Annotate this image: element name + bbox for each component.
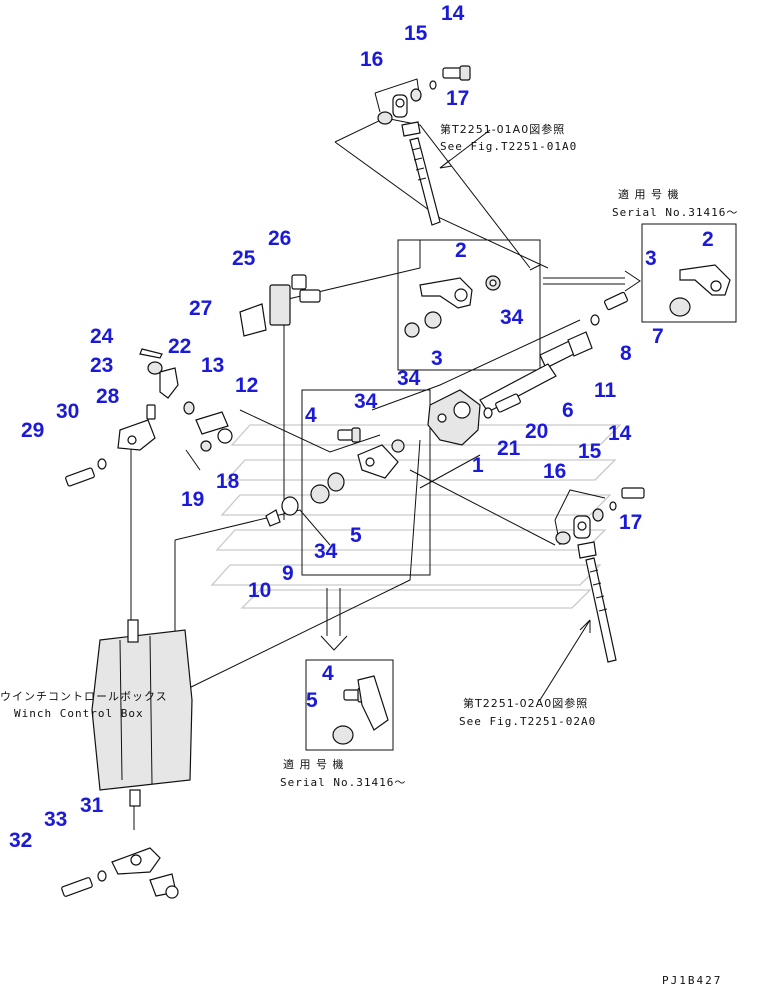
callout-28: 28 [96,385,120,408]
callout-15-top: 15 [404,22,428,45]
callout-4-lower: 4 [322,662,334,685]
callout-34-center-top: 34 [354,390,378,413]
callout-3-serial-box: 3 [645,247,657,270]
callout-31: 31 [80,794,104,817]
callout-13: 13 [201,354,224,377]
callout-27: 27 [189,297,212,320]
callout-26: 26 [268,227,291,250]
winch-box-en: Winch Control Box [14,707,144,720]
callout-24: 24 [90,325,114,348]
callout-5-center: 5 [350,524,362,547]
callout-22: 22 [168,335,191,358]
callout-21: 21 [497,437,521,460]
ref-right-jp: 第T2251-02A0図参照 [463,696,588,710]
ref-right-en: See Fig.T2251-02A0 [459,715,596,728]
serial-bottom-jp: 適 用 号 機 [283,757,345,771]
callout-34-upper-left: 34 [397,367,421,390]
callout-2-upper: 2 [455,239,467,262]
callout-29: 29 [21,419,44,442]
notes: 第T2251-01A0図参照 See Fig.T2251-01A0 適 用 号 … [0,122,738,987]
callout-3-upper: 3 [431,347,443,370]
callout-9: 9 [282,562,294,585]
callout-32: 32 [9,829,32,852]
callout-4-center: 4 [305,404,317,427]
callout-5-lower: 5 [306,689,318,712]
watermark-logo [210,424,622,609]
callout-2-serial-box: 2 [702,228,714,251]
ref-top-en: See Fig.T2251-01A0 [440,140,577,153]
part-shapes [61,65,731,899]
callout-18: 18 [216,470,240,493]
callout-34-center-bottom: 34 [314,540,338,563]
callout-17-right: 17 [619,511,642,534]
callout-14-right: 14 [608,422,632,445]
callout-33: 33 [44,808,67,831]
callouts: 14 15 16 17 2 34 3 34 2 3 7 8 11 6 26 25… [9,2,714,852]
callout-34-upper-right: 34 [500,306,524,329]
callout-6: 6 [562,399,574,422]
serial-top-en: Serial No.31416～ [612,206,738,219]
callout-23: 23 [90,354,113,377]
callout-14-top: 14 [441,2,465,25]
callout-8: 8 [620,342,632,365]
callout-16-right: 16 [543,460,566,483]
callout-20: 20 [525,420,548,443]
serial-bottom-en: Serial No.31416～ [280,776,406,789]
callout-19: 19 [181,488,204,511]
serial-top-jp: 適 用 号 機 [618,187,680,201]
callout-12: 12 [235,374,258,397]
callout-11: 11 [594,379,617,402]
callout-17-top: 17 [446,87,469,110]
winch-box-jp: ウインチコントロールボックス [0,690,168,703]
callout-25: 25 [232,247,256,270]
callout-16-top: 16 [360,48,383,71]
figure-code: PJ1B427 [662,974,722,987]
callout-15-right: 15 [578,440,602,463]
callout-7: 7 [652,325,664,348]
callout-10: 10 [248,579,271,602]
callout-30: 30 [56,400,79,423]
ref-top-jp: 第T2251-01A0図参照 [440,122,565,136]
callout-1: 1 [472,454,484,477]
leader-lines [130,78,737,830]
